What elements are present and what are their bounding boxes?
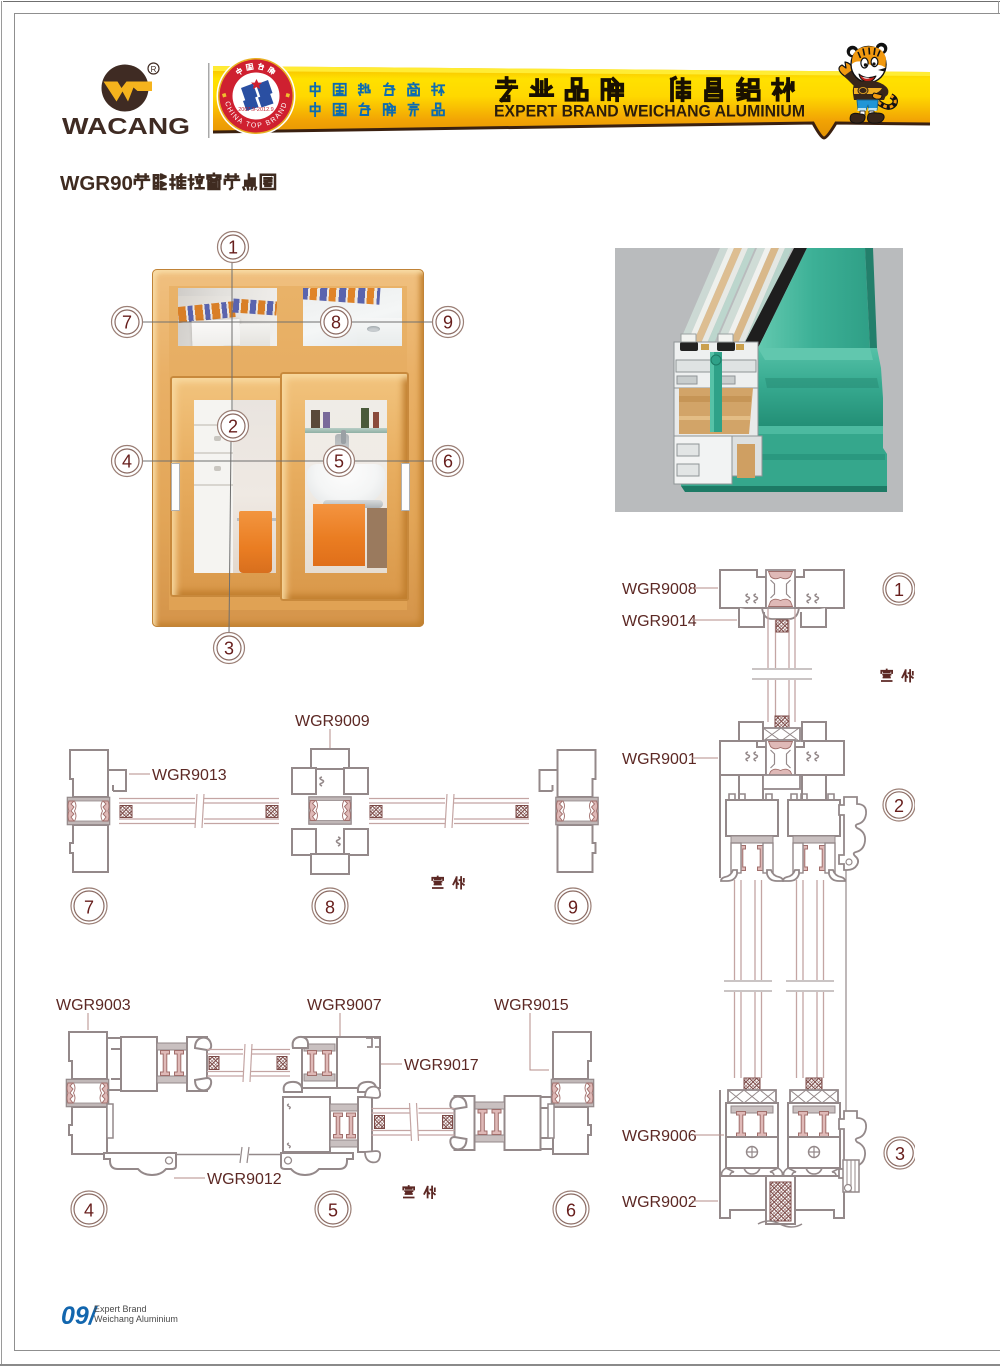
svg-text:8: 8 (331, 313, 341, 333)
svg-text:WGR9012: WGR9012 (207, 1171, 282, 1188)
svg-text:4: 4 (122, 452, 132, 472)
svg-text:WGR9013: WGR9013 (152, 767, 227, 784)
svg-text:2: 2 (894, 796, 904, 816)
svg-text:5: 5 (328, 1201, 338, 1221)
svg-text:4: 4 (84, 1201, 94, 1221)
svg-text:6: 6 (566, 1201, 576, 1221)
svg-text:7: 7 (84, 898, 94, 918)
svg-text:WGR9001: WGR9001 (622, 751, 697, 768)
svg-text:WGR9014: WGR9014 (622, 613, 697, 630)
svg-text:WGR9009: WGR9009 (295, 713, 370, 730)
svg-text:9: 9 (568, 898, 578, 918)
svg-text:1: 1 (228, 238, 238, 258)
svg-text:5: 5 (334, 452, 344, 472)
svg-text:WGR90: WGR90 (60, 172, 133, 195)
svg-text:WGR9017: WGR9017 (404, 1057, 479, 1074)
svg-text:WGR9003: WGR9003 (56, 997, 131, 1014)
svg-text:WGR9015: WGR9015 (494, 997, 569, 1014)
svg-text:7: 7 (122, 313, 132, 333)
svg-text:6: 6 (443, 452, 453, 472)
svg-text:WGR9008: WGR9008 (622, 581, 697, 598)
svg-text:WACANG: WACANG (62, 113, 190, 139)
svg-text:WGR9007: WGR9007 (307, 997, 382, 1014)
svg-text:9: 9 (443, 313, 453, 333)
svg-text:3: 3 (224, 639, 234, 659)
svg-text:WGR9002: WGR9002 (622, 1194, 697, 1211)
svg-text:2007.9-2012.9: 2007.9-2012.9 (238, 107, 273, 113)
svg-text:1: 1 (894, 580, 904, 600)
svg-text:3: 3 (895, 1144, 905, 1164)
svg-text:WGR9006: WGR9006 (622, 1128, 697, 1145)
svg-text:2: 2 (228, 417, 238, 437)
svg-text:EXPERT BRAND WEICHANG ALUMINIU: EXPERT BRAND WEICHANG ALUMINIUM (494, 103, 805, 121)
svg-text:8: 8 (325, 898, 335, 918)
svg-text:R: R (151, 65, 157, 74)
